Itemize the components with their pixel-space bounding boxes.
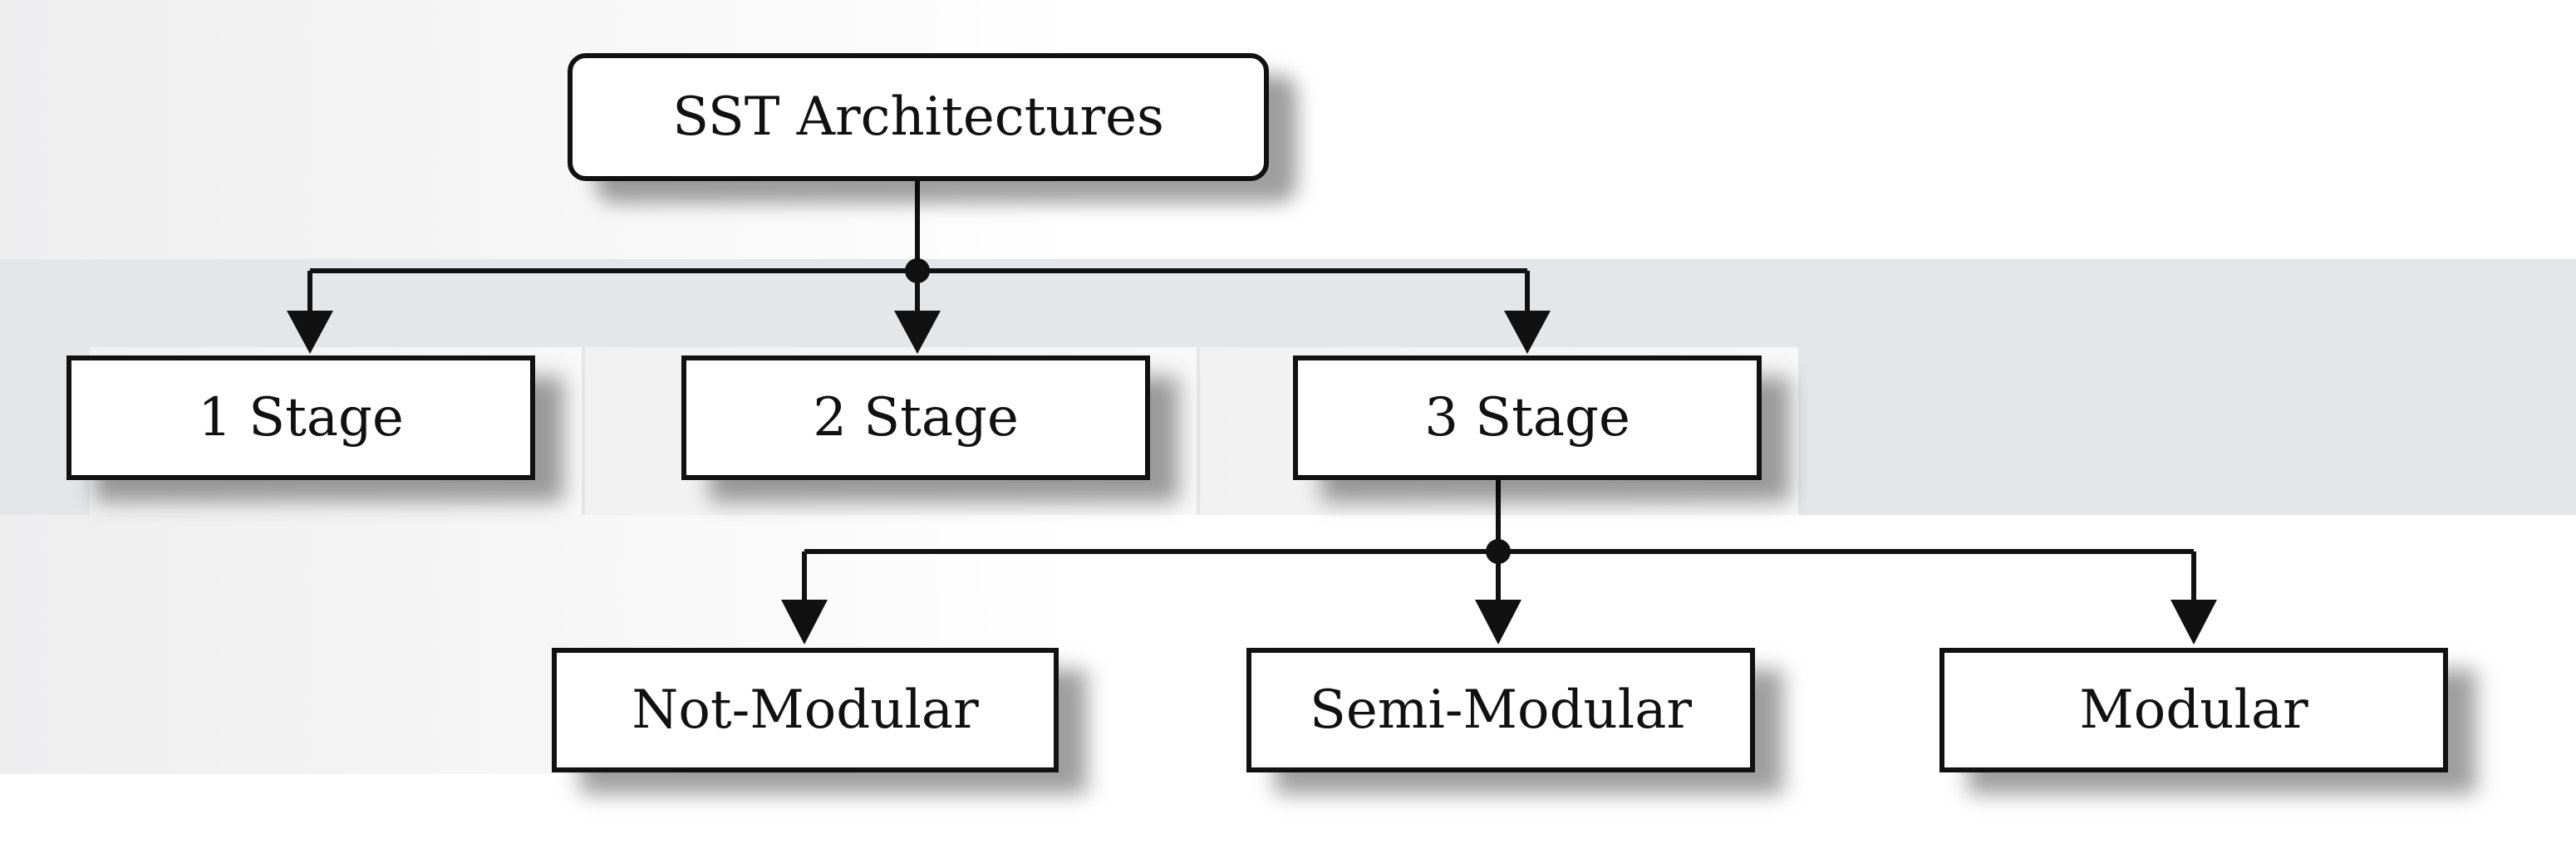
stage-1-arrowhead — [287, 311, 333, 354]
stage-node-label: 1 Stage — [198, 387, 404, 449]
root-node-label: SST Architectures — [672, 86, 1164, 148]
stage-node-1-stage: 1 Stage — [66, 355, 535, 480]
modularity-node-not-modular: Not-Modular — [552, 648, 1059, 772]
stage-3-arrowhead — [1504, 311, 1551, 354]
stage-node-label: 3 Stage — [1424, 387, 1630, 449]
modularity-junction-dot — [1486, 539, 1511, 564]
modular-arrowhead — [2170, 600, 2217, 645]
stage-junction-dot — [905, 258, 930, 283]
modularity-node-modular: Modular — [1939, 648, 2448, 772]
stage-node-2-stage: 2 Stage — [681, 355, 1150, 480]
not-modular-arrowhead — [781, 600, 828, 645]
modularity-node-label: Semi-Modular — [1310, 679, 1692, 741]
modularity-node-label: Not-Modular — [632, 679, 979, 741]
stage-2-arrowhead — [894, 311, 941, 354]
stage-node-3-stage: 3 Stage — [1293, 355, 1762, 480]
root-node-sst-architectures: SST Architectures — [568, 53, 1269, 181]
stage-node-label: 2 Stage — [813, 387, 1019, 449]
modularity-node-semi-modular: Semi-Modular — [1246, 648, 1755, 772]
modularity-node-label: Modular — [2079, 679, 2308, 741]
semi-modular-arrowhead — [1475, 600, 1522, 645]
